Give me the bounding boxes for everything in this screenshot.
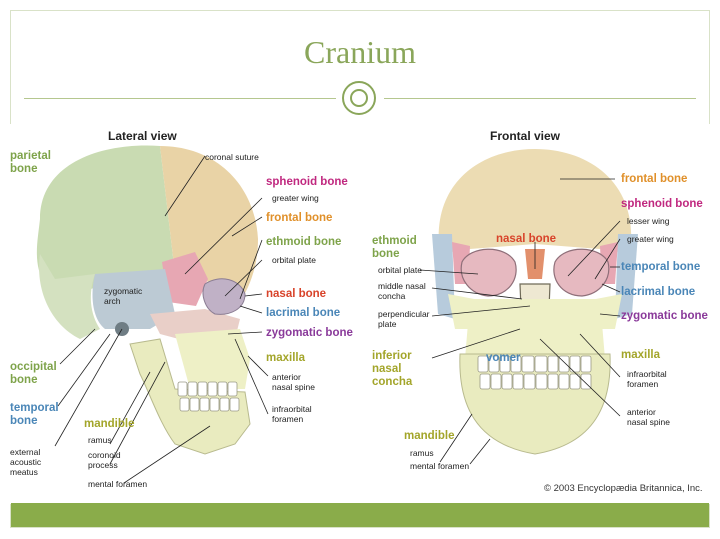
title-rule-right (384, 98, 696, 99)
lateral-view-heading: Lateral view (108, 129, 177, 143)
lateral-label-mandible: mandible (84, 418, 135, 430)
lateral-label-coronal-suture: coronal suture (205, 152, 259, 162)
frontal-orbit-left-shape (460, 248, 517, 297)
lateral-orbit-shape (202, 278, 246, 315)
lateral-label-ramus: ramus (88, 435, 112, 445)
frontal-label-frontal-bone: frontal bone (621, 173, 688, 185)
lateral-label-external-acoustic-meatus: external acoustic meatus (10, 447, 42, 477)
frontal-label-ramus: ramus (410, 448, 434, 458)
frontal-label-lacrimal-bone: lacrimal bone (621, 286, 696, 298)
lateral-label-sphenoid-bone: sphenoid bone (266, 176, 348, 188)
lateral-label-ethmoid-bone: ethmoid bone (266, 236, 342, 248)
frontal-label-ethmoid-bone: ethmoid bone (372, 235, 417, 260)
frontal-label-greater-wing: greater wing (627, 234, 674, 244)
slide-title: Cranium (304, 34, 416, 70)
frontal-label-sphenoid-bone: sphenoid bone (621, 198, 703, 210)
lateral-maxilla-shape (175, 329, 250, 389)
lateral-label-maxilla: maxilla (266, 352, 305, 364)
lateral-label-infraorbital-foramen: infraorbital foramen (272, 404, 312, 424)
frontal-label-infraorbital-foramen: infraorbital foramen (627, 369, 667, 389)
frontal-orbit-right-shape (553, 248, 610, 297)
lateral-label-zygomatic-bone: zygomatic bone (266, 327, 353, 339)
frontal-teeth (477, 355, 592, 390)
frontal-label-anterior-nasal-spine: anterior nasal spine (627, 407, 671, 427)
lateral-label-nasal-bone: nasal bone (266, 288, 327, 300)
frontal-label-middle-nasal-concha: middle nasal concha (378, 281, 426, 301)
frontal-view-heading: Frontal view (490, 129, 561, 143)
cranium-figure: Lateral view Frontal view parietal bone … (0, 124, 720, 504)
lateral-label-temporal-bone: temporal bone (10, 402, 59, 427)
frontal-label-mental-foramen: mental foramen (410, 461, 470, 471)
lateral-label-coronoid-process: coronoid process (88, 450, 121, 470)
frontal-label-mandible: mandible (404, 430, 455, 442)
lateral-occipital-bone-shape (39, 254, 100, 339)
frontal-label-perpendicular-plate: perpendicular plate (378, 309, 430, 329)
copyright-notice: © 2003 Encyclopædia Britannica, Inc. (544, 483, 703, 494)
lateral-label-frontal-bone: frontal bone (266, 212, 333, 224)
frontal-label-vomer: vomer (486, 352, 521, 364)
frontal-label-maxilla: maxilla (621, 349, 660, 361)
frontal-label-lesser-wing: lesser wing (627, 216, 670, 226)
footer-bar (11, 503, 709, 527)
frontal-skull (432, 149, 638, 455)
lateral-label-zygomatic-arch: zygomatic arch (104, 286, 143, 306)
lateral-label-greater-wing: greater wing (272, 193, 319, 203)
frontal-label-nasal-bone: nasal bone (496, 233, 557, 245)
lateral-label-mental-foramen: mental foramen (88, 479, 148, 489)
frontal-frontal-bone-shape (438, 149, 632, 254)
frontal-label-orbital-plate: orbital plate (378, 265, 422, 275)
title-rule-left (24, 98, 336, 99)
frontal-label-inferior-nasal-concha: inferior nasal concha (372, 350, 413, 388)
skull-illustrations (36, 145, 638, 484)
lateral-label-orbital-plate: orbital plate (272, 255, 316, 265)
frontal-label-temporal-bone: temporal bone (621, 261, 701, 273)
lateral-parietal-bone-shape (36, 145, 175, 293)
lateral-label-anterior-nasal-spine: anterior nasal spine (272, 372, 316, 392)
frontal-maxilla-shape (465, 299, 605, 359)
leader-lines (54, 155, 621, 484)
lateral-label-occipital-bone: occipital bone (10, 361, 57, 386)
lateral-teeth (177, 381, 240, 412)
frontal-label-zygomatic-bone: zygomatic bone (621, 310, 708, 322)
lateral-sphenoid-bone-shape (162, 252, 208, 306)
circle-ornament-icon (342, 81, 376, 115)
lateral-label-parietal-bone: parietal bone (10, 150, 51, 175)
lateral-label-lacrimal-bone: lacrimal bone (266, 307, 341, 319)
lateral-skull (36, 145, 258, 455)
